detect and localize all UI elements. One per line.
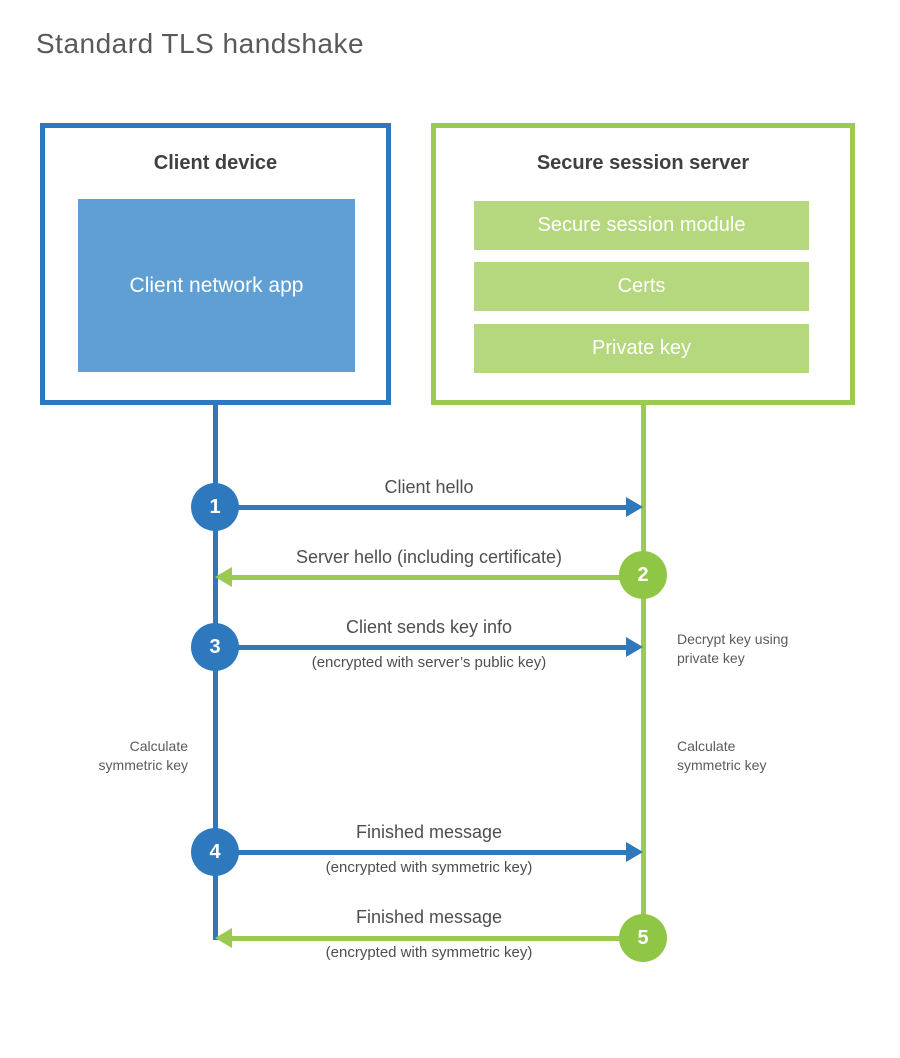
label-finished-client: Finished message: [355, 822, 503, 842]
server-module-private-key: Private key: [474, 324, 809, 373]
arrow-right-icon: [626, 637, 643, 657]
server-lifeline: [641, 403, 646, 938]
arrow-finished-server: [232, 936, 642, 941]
step-badge-2: 2: [619, 551, 667, 599]
client-device-title: Client device: [153, 152, 278, 174]
arrow-right-icon: [626, 842, 643, 862]
arrow-left-icon: [215, 567, 232, 587]
label-client-key-info: Client sends key info: [345, 617, 513, 637]
step-badge-3: 3: [191, 623, 239, 671]
label-client-hello: Client hello: [384, 477, 474, 497]
sublabel-finished-client: (encrypted with symmetric key): [325, 859, 533, 876]
arrow-client-hello: [218, 505, 628, 510]
sublabel-finished-server: (encrypted with symmetric key): [325, 944, 533, 961]
note-calculate-symmetric-key-client: Calculate symmetric key: [98, 738, 188, 773]
client-network-app-label: Client network app: [129, 273, 304, 297]
page-title: Standard TLS handshake: [36, 28, 365, 59]
sublabel-client-key-info: (encrypted with server’s public key): [311, 654, 547, 671]
secure-session-server-title: Secure session server: [536, 152, 750, 174]
arrow-server-hello: [232, 575, 642, 580]
step-badge-5: 5: [619, 914, 667, 962]
server-module-secure-session-module: Secure session module: [474, 201, 809, 250]
server-module-certs: Certs: [474, 262, 809, 311]
arrow-right-icon: [626, 497, 643, 517]
arrow-client-key-info: [218, 645, 628, 650]
note-calculate-symmetric-key-server: Calculate symmetric key: [677, 738, 767, 773]
arrow-left-icon: [215, 928, 232, 948]
arrow-finished-client: [218, 850, 628, 855]
client-network-app-box: Client network app: [78, 199, 355, 372]
client-lifeline: [213, 403, 218, 940]
note-decrypt-key: Decrypt key using private key: [677, 631, 789, 666]
label-finished-server: Finished message: [355, 907, 503, 927]
label-server-hello: Server hello (including certificate): [295, 547, 563, 567]
step-badge-1: 1: [191, 483, 239, 531]
step-badge-4: 4: [191, 828, 239, 876]
